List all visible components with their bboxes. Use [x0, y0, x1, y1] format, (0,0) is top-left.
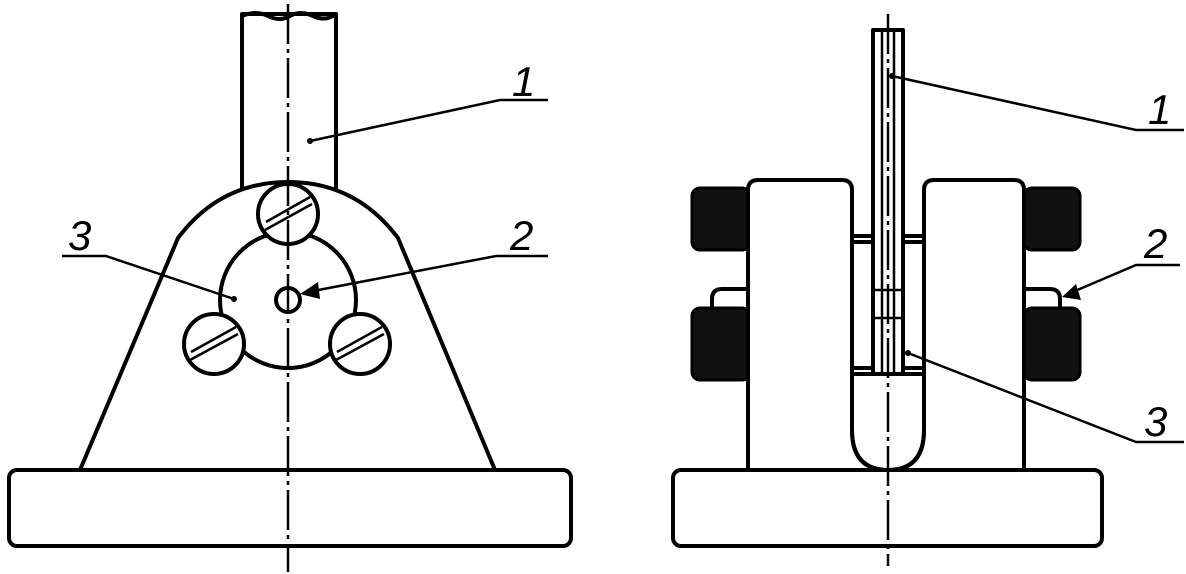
right-view: 1 2 3 — [671, 14, 1184, 566]
left-callout-1: 1 — [512, 58, 535, 105]
right-callout-3: 3 — [1144, 398, 1167, 445]
left-callout-2: 2 — [509, 212, 533, 259]
right-callout-1: 1 — [1148, 86, 1171, 133]
left-base-plate — [7, 468, 573, 548]
right-block-right — [886, 178, 1026, 472]
left-view: 1 2 3 — [7, 4, 573, 572]
right-leader-3 — [907, 351, 1184, 444]
left-leader-3 — [62, 254, 235, 301]
left-screw-bottom-left — [182, 312, 246, 376]
right-block-left — [746, 178, 890, 472]
right-callout-2: 2 — [1143, 220, 1167, 267]
left-leader-2 — [307, 254, 548, 294]
left-screw-bottom-right — [328, 312, 392, 376]
right-pad-top-left — [690, 186, 752, 252]
left-rod-break-line — [240, 11, 338, 21]
right-connector-left — [710, 287, 750, 310]
left-leader-1 — [309, 98, 548, 143]
right-pad-top-right — [1022, 186, 1082, 252]
left-callout-3: 3 — [68, 212, 91, 259]
right-arrowhead-2 — [1062, 284, 1081, 300]
right-connector-right — [1022, 287, 1062, 310]
right-pad-bottom-left — [690, 306, 752, 382]
right-pad-bottom-right — [1022, 306, 1082, 382]
left-arrowhead-2 — [300, 282, 320, 299]
right-leader-1 — [891, 74, 1184, 132]
right-leader-2 — [1067, 263, 1180, 296]
